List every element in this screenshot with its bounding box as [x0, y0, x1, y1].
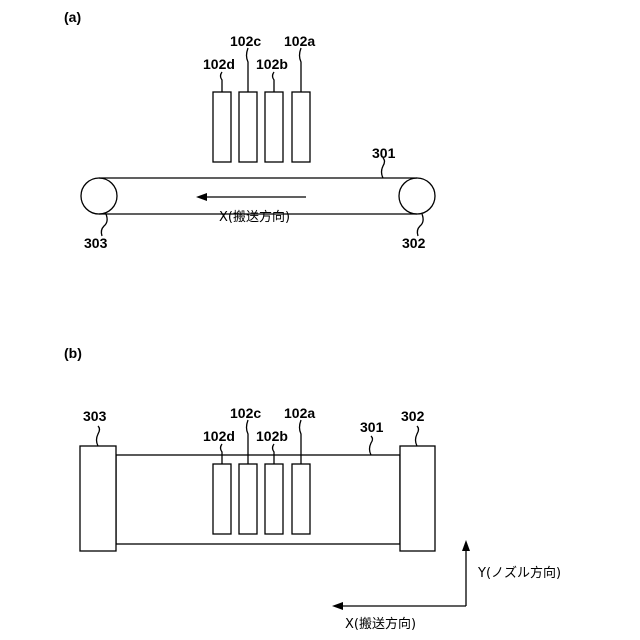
leader-102c [247, 48, 249, 92]
label-102c-b: 102c [230, 405, 261, 421]
label-102a: 102a [284, 33, 315, 49]
label-102b: 102b [256, 56, 288, 72]
leader-302 [417, 214, 423, 236]
arrow-head-left-icon [196, 193, 207, 201]
head-102b-b [265, 464, 283, 534]
leader-303-b [97, 426, 100, 446]
label-302: 302 [402, 235, 426, 251]
label-102a-b: 102a [284, 405, 315, 421]
leader-302-b [416, 426, 419, 446]
label-102c: 102c [230, 33, 261, 49]
roller-302 [399, 178, 435, 214]
label-102b-b: 102b [256, 428, 288, 444]
panel-a: (a) 102d 102c 102b 102a 301 303 302 X(搬送 [64, 9, 435, 251]
leader-102d [221, 72, 223, 92]
arrow-head-up-icon [462, 540, 470, 551]
leader-301-b [370, 436, 373, 455]
y-axis-label: Y(ノズル方向) [477, 565, 561, 581]
leader-303 [101, 214, 107, 236]
roller-303-top-view [80, 446, 116, 551]
label-102d-b: 102d [203, 428, 235, 444]
head-102c [239, 92, 257, 162]
head-102a-b [292, 464, 310, 534]
label-303-b: 303 [83, 408, 107, 424]
head-102d-b [213, 464, 231, 534]
panel-b: (b) 102d 102c 102b 102a 301 303 302 [64, 345, 561, 632]
belt-top-view [116, 455, 400, 544]
arrow-head-left-icon-b [332, 602, 343, 610]
direction-label: X(搬送方向) [219, 209, 290, 225]
head-102d [213, 92, 231, 162]
roller-302-top-view [400, 446, 435, 551]
head-102a [292, 92, 310, 162]
label-301: 301 [372, 145, 396, 161]
head-102b [265, 92, 283, 162]
roller-303 [81, 178, 117, 214]
label-301-b: 301 [360, 419, 384, 435]
label-303: 303 [84, 235, 108, 251]
leader-102a [300, 48, 302, 92]
leader-301 [382, 158, 385, 178]
label-302-b: 302 [401, 408, 425, 424]
panel-b-label: (b) [64, 345, 82, 361]
label-102d: 102d [203, 56, 235, 72]
head-102c-b [239, 464, 257, 534]
leader-102b [273, 72, 275, 92]
panel-a-label: (a) [64, 9, 81, 25]
x-axis-label: X(搬送方向) [345, 616, 416, 632]
